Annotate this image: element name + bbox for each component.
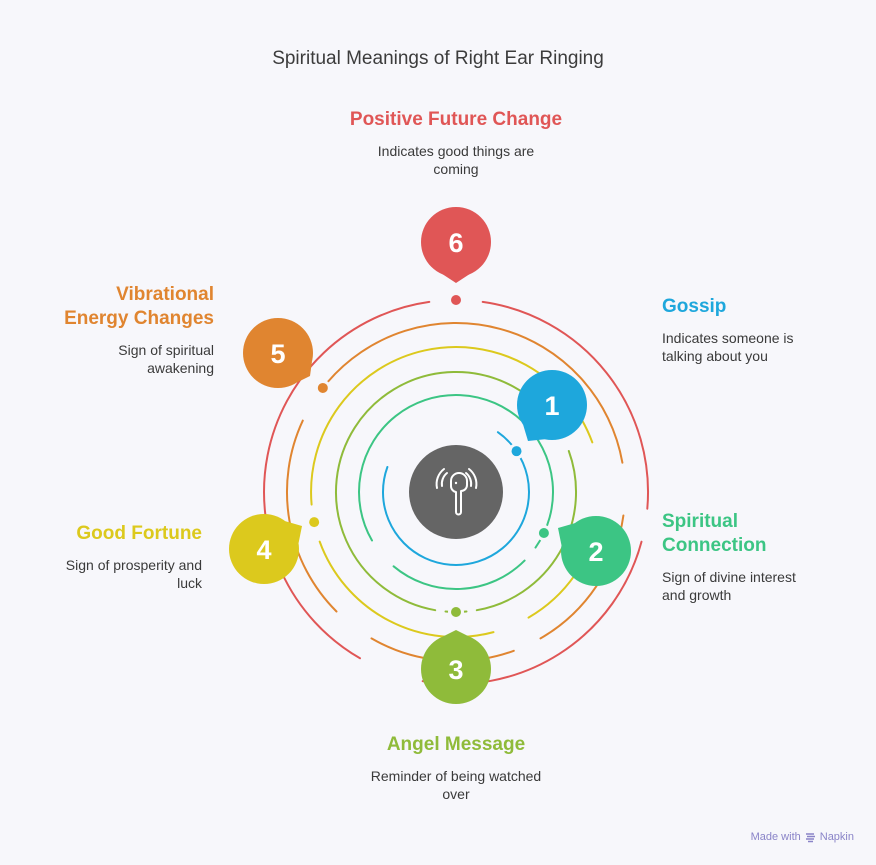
ring-5-arc bbox=[325, 322, 624, 464]
marker-2-circle bbox=[561, 516, 631, 586]
marker-6-number: 6 bbox=[448, 228, 463, 258]
ring-3-arc bbox=[475, 450, 577, 612]
center-node bbox=[409, 445, 503, 539]
marker-1[interactable]: 1 bbox=[517, 370, 587, 441]
marker-4-circle bbox=[229, 514, 299, 584]
item-4-label: Good Fortune Sign of prosperity and luck bbox=[32, 522, 202, 592]
napkin-logo-icon bbox=[805, 832, 815, 842]
marker-2[interactable]: 2 bbox=[558, 516, 631, 586]
marker-5-number: 5 bbox=[270, 339, 285, 369]
ring-6-dot bbox=[451, 295, 461, 305]
made-with-napkin[interactable]: Made with Napkin bbox=[751, 831, 854, 843]
item-6-description: Indicates good things are coming bbox=[377, 143, 535, 177]
marker-1-number: 1 bbox=[544, 391, 559, 421]
item-1-label: Gossip Indicates someone is talking abou… bbox=[662, 295, 832, 365]
ring-2-arc bbox=[358, 394, 554, 549]
ring-6-arc bbox=[481, 300, 649, 510]
ring-2-arc bbox=[392, 559, 526, 590]
ring-1-dot bbox=[511, 446, 522, 457]
item-5-label: Vibrational Energy Changes Sign of spiri… bbox=[24, 283, 214, 377]
item-5-description: Sign of spiritual awakening bbox=[118, 342, 214, 376]
marker-6-pointer bbox=[443, 274, 469, 283]
item-4-description: Sign of prosperity and luck bbox=[65, 557, 202, 591]
item-3-title: Angel Message bbox=[386, 734, 526, 755]
ring-5-dot bbox=[317, 382, 328, 393]
item-2-title: Spiritual Connection bbox=[662, 511, 767, 556]
item-3-description: Reminder of being watched over bbox=[370, 768, 542, 802]
marker-5-circle bbox=[243, 318, 313, 388]
ring-4-dot bbox=[309, 517, 320, 528]
marker-3-number: 3 bbox=[448, 655, 463, 685]
marker-4-number: 4 bbox=[256, 535, 271, 565]
marker-6-circle bbox=[421, 207, 491, 277]
marker-6[interactable]: 6 bbox=[421, 207, 491, 283]
item-4-title: Good Fortune bbox=[76, 523, 202, 544]
marker-3[interactable]: 3 bbox=[421, 630, 491, 704]
item-5-title: Vibrational Energy Changes bbox=[64, 284, 214, 329]
ring-3-dot bbox=[451, 607, 461, 617]
marker-5[interactable]: 5 bbox=[243, 318, 313, 388]
ring-2-dot bbox=[538, 527, 549, 538]
item-2-description: Sign of divine interest and growth bbox=[662, 569, 796, 603]
ring-5-arc bbox=[285, 419, 338, 613]
diagram-title: Spiritual Meanings of Right Ear Ringing bbox=[272, 48, 604, 69]
made-with-text: Made with bbox=[750, 831, 801, 843]
marker-4[interactable]: 4 bbox=[229, 514, 302, 584]
item-6-label: Positive Future Change Indicates good th… bbox=[306, 108, 606, 178]
earbud-sound-icon bbox=[435, 468, 478, 516]
ring-3-arc bbox=[335, 371, 556, 612]
item-3-label: Angel Message Reminder of being watched … bbox=[306, 733, 606, 803]
item-2-label: Spiritual Connection Sign of divine inte… bbox=[662, 510, 832, 604]
item-1-description: Indicates someone is talking about you bbox=[662, 330, 794, 364]
ring-1-arc bbox=[382, 431, 530, 566]
item-6-title: Positive Future Change bbox=[349, 109, 563, 130]
napkin-brand-text: Napkin bbox=[819, 831, 854, 843]
marker-2-number: 2 bbox=[588, 537, 603, 567]
ring-6-arc bbox=[263, 300, 431, 660]
marker-1-circle bbox=[517, 370, 587, 440]
marker-3-circle bbox=[421, 634, 491, 704]
item-1-title: Gossip bbox=[662, 296, 727, 317]
